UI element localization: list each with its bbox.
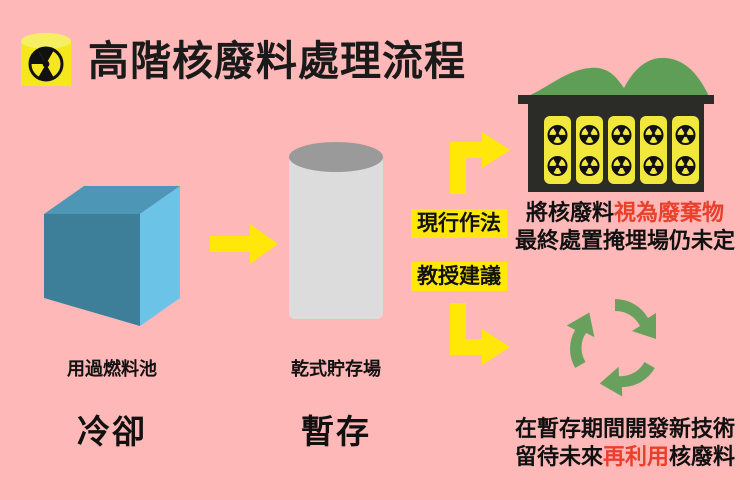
professor-proposal-description: 在暫存期間開發新技術 留待未來再利用核廢料 (500, 416, 750, 472)
radioactive-barrel-icon (18, 30, 74, 92)
spent-fuel-pool-cube (44, 186, 180, 326)
recycling-symbol-icon (552, 283, 678, 403)
arrow-pool-to-storage-icon (210, 222, 278, 266)
badge-current-practice[interactable]: 現行作法 (411, 209, 507, 239)
proposal-line1-black: 在暫存期間開發新技術 (514, 417, 735, 442)
proposal-line-2: 留待未來再利用核廢料 (500, 444, 750, 472)
dry-storage-stage-name: 暫存 (301, 412, 371, 451)
dry-storage-cylinder (287, 140, 385, 335)
current-line1-red: 視為廢棄物 (614, 201, 725, 226)
proposal-line2-black-prefix: 留待未來 (514, 445, 603, 471)
current-practice-line-2: 最終處置掩埋場仍未定 (500, 228, 750, 256)
arrow-to-repository-icon (448, 132, 510, 194)
current-line1-black: 將核廢料 (525, 201, 614, 226)
badge-professor-proposal[interactable]: 教授建議 (411, 262, 507, 292)
spent-fuel-pool-label: 用過燃料池 (67, 359, 157, 380)
proposal-line2-red: 再利用 (602, 445, 669, 471)
spent-fuel-pool-stage-name: 冷卻 (77, 412, 147, 451)
current-line2-black: 最終處置掩埋場仍未定 (514, 229, 735, 255)
proposal-line2-black-suffix: 核廢料 (669, 445, 736, 471)
dry-storage-label: 乾式貯存場 (291, 359, 381, 380)
underground-repository-icon (518, 48, 714, 196)
proposal-line-1: 在暫存期間開發新技術 (500, 416, 750, 444)
page-title: 高階核廢料處理流程 (88, 36, 466, 85)
page-title-bar: 高階核廢料處理流程 (18, 30, 466, 92)
current-practice-description: 將核廢料視為廢棄物 最終處置掩埋場仍未定 (500, 200, 750, 256)
arrow-to-recycling-icon (448, 303, 510, 365)
current-practice-line-1: 將核廢料視為廢棄物 (500, 200, 750, 228)
